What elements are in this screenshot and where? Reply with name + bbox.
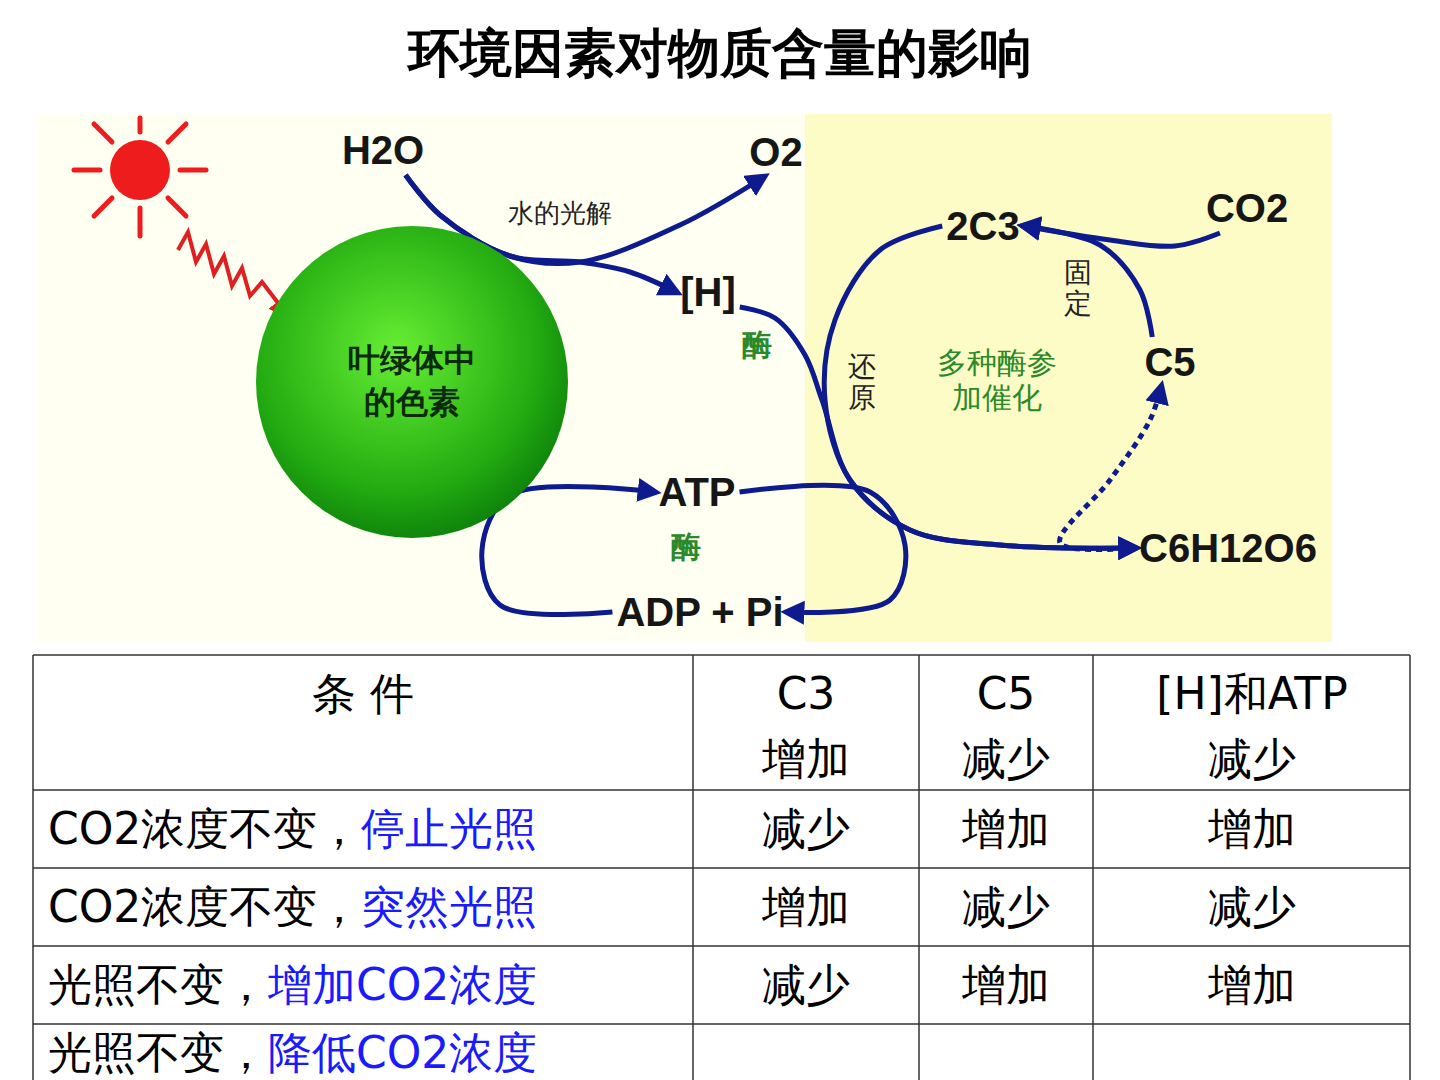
- table-cell: 增加: [762, 885, 850, 929]
- table-cell: C3: [777, 672, 836, 716]
- molecule-label: ADP + Pi: [612, 587, 787, 637]
- edge-label: 还原: [848, 352, 876, 414]
- molecule-label: 2C3: [942, 201, 1023, 251]
- molecule-label: C5: [1140, 337, 1199, 387]
- node-text: 叶绿体中的色素: [345, 340, 479, 423]
- node-text: ATP: [654, 467, 739, 517]
- flow-arrow: [824, 226, 1135, 548]
- table-cell: 突然光照: [361, 885, 537, 929]
- table-cell: C5: [977, 672, 1036, 716]
- stroma-band: [805, 114, 1332, 642]
- molecule-label: ATP: [654, 467, 739, 517]
- node-text: C5: [1140, 337, 1199, 387]
- edge-label: 固定: [1064, 258, 1092, 320]
- table-cell: 减少: [962, 737, 1050, 781]
- table-cell: 增加: [962, 807, 1050, 851]
- table-cell: 增加: [1208, 807, 1296, 851]
- table-cell: 减少: [762, 807, 850, 851]
- node-text: [H]: [676, 267, 740, 317]
- table-cell: 停止光照: [361, 807, 537, 851]
- table-cell: 光照不变，: [48, 963, 268, 1007]
- flow-arrow: [1024, 226, 1153, 337]
- table-cell: 光照不变，: [48, 1031, 268, 1075]
- edge-label: 水的光解: [508, 200, 612, 226]
- table-cell: CO2浓度不变，: [48, 807, 361, 851]
- node-text: CO2: [1202, 183, 1292, 233]
- table-cell: 增加: [962, 963, 1050, 1007]
- molecule-label: H2O: [338, 125, 428, 175]
- molecule-label: O2: [745, 127, 806, 177]
- table-cell: 降低CO2浓度: [268, 1031, 537, 1075]
- diagram-ground: [38, 114, 805, 642]
- table-cell: CO2浓度不变，: [48, 885, 361, 929]
- node-text: H2O: [338, 125, 428, 175]
- table-cell: 增加: [1208, 963, 1296, 1007]
- table-cell: 减少: [1208, 885, 1296, 929]
- page-title: 环境因素对物质含量的影响: [0, 22, 1440, 84]
- table-cell: [H]和ATP: [1156, 672, 1348, 716]
- flow-arrow: [1060, 387, 1162, 550]
- node-text: O2: [745, 127, 806, 177]
- node-text: ADP + Pi: [612, 587, 787, 637]
- sun-symbol: [74, 118, 288, 316]
- enzyme-label: 酶: [671, 532, 701, 562]
- table-cell: 条 件: [312, 672, 414, 716]
- molecule-label: C6H12O6: [1135, 523, 1321, 573]
- molecule-label: [H]: [676, 267, 740, 317]
- pigment-circle: 叶绿体中的色素: [255, 225, 569, 539]
- table-cell: 增加CO2浓度: [268, 963, 537, 1007]
- enzyme-label: 酶: [742, 330, 772, 360]
- table-grid: [33, 655, 1410, 1080]
- node-text: C6H12O6: [1135, 523, 1321, 573]
- flow-arrow: [740, 307, 1135, 548]
- table-cell: 增加: [762, 737, 850, 781]
- table-cell: 减少: [762, 963, 850, 1007]
- node-text: 2C3: [942, 201, 1023, 251]
- table-cell: 减少: [1208, 737, 1296, 781]
- molecule-label: CO2: [1202, 183, 1292, 233]
- circle-outline: [255, 225, 569, 539]
- table-cell: 减少: [962, 885, 1050, 929]
- enzyme-label: 多种酶参加催化: [936, 346, 1059, 415]
